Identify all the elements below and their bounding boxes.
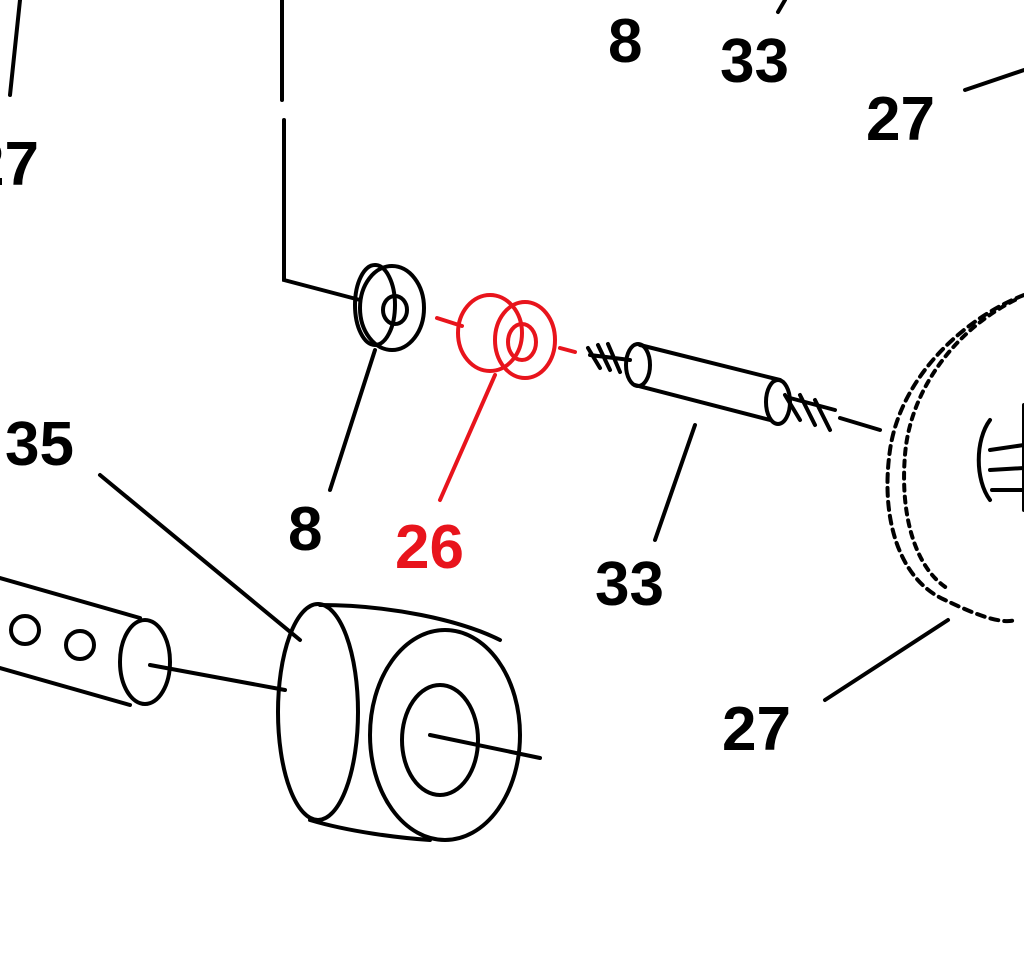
roller-part-35 bbox=[0, 473, 542, 842]
label-35: 35 bbox=[5, 410, 74, 479]
label-top-33: 33 bbox=[720, 27, 789, 96]
label-left-27: 27 bbox=[0, 130, 39, 199]
highlighted-part-26 bbox=[435, 293, 577, 502]
label-top-right-27: 27 bbox=[866, 85, 935, 154]
leader-line-left bbox=[8, 0, 22, 97]
label-washer-8: 8 bbox=[288, 495, 322, 564]
shaft-part-33 bbox=[586, 342, 882, 542]
label-gear-27: 27 bbox=[722, 695, 791, 764]
label-shaft-33: 33 bbox=[595, 550, 664, 619]
leader-line-washer-top bbox=[280, 0, 362, 302]
label-top-8: 8 bbox=[608, 7, 642, 76]
leader-line-top-27 bbox=[963, 68, 1024, 92]
washer-part-8 bbox=[328, 263, 426, 492]
leader-line-top-33 bbox=[776, 0, 787, 14]
label-highlighted-26: 26 bbox=[395, 513, 464, 582]
gear-part-27 bbox=[823, 293, 1024, 702]
